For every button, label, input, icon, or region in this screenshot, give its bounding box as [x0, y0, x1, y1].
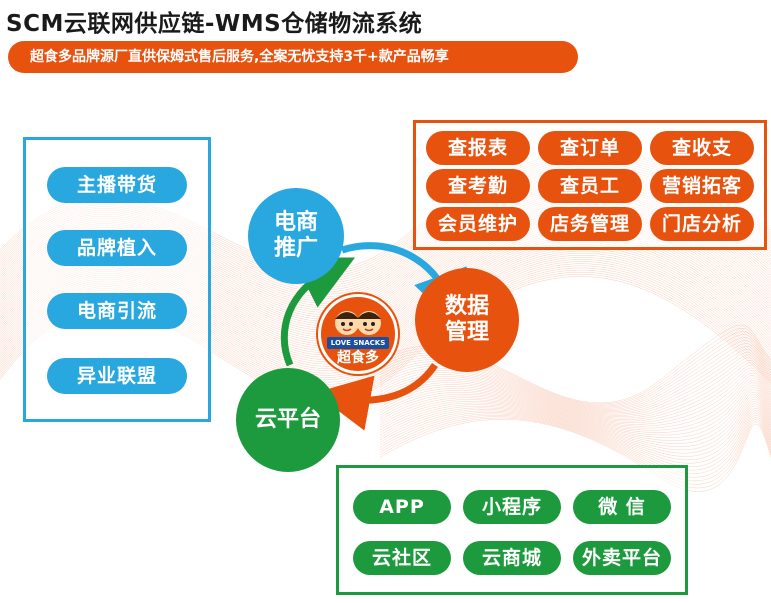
node-data-line1: 数据 [444, 293, 489, 319]
node-ecommerce-promotion: 电商推广 [248, 188, 344, 284]
brand-logo: LOVE SNACKS 超食多 [318, 294, 398, 374]
function-pill-orders: 查订单 [538, 131, 642, 165]
platform-pill-app: APP [353, 490, 451, 524]
logo-brand-name: 超食多 [337, 350, 379, 366]
management-functions-panel: 查报表 查订单 查收支 查考勤 查员工 营销拓客 会员维护 店务管理 门店分析 [413, 120, 767, 250]
node-ecommerce-line2: 推广 [273, 236, 318, 261]
channel-pill-livestream: 主播带货 [47, 167, 187, 203]
function-pill-finance: 查收支 [650, 131, 754, 165]
platform-pill-cloud-mall: 云商城 [463, 541, 561, 575]
function-pill-reports: 查报表 [426, 131, 530, 165]
mascot-icon [335, 311, 381, 335]
node-data-management: 数据管理 [415, 268, 519, 372]
channel-pill-ecommerce-traffic: 电商引流 [47, 293, 187, 329]
function-pill-store-ops: 店务管理 [538, 207, 642, 241]
function-pill-staff: 查员工 [538, 169, 642, 203]
function-pill-members: 会员维护 [426, 207, 530, 241]
function-pill-marketing: 营销拓客 [650, 169, 754, 203]
platform-pill-cloud-community: 云社区 [353, 541, 451, 575]
platform-pill-takeaway: 外卖平台 [573, 541, 671, 575]
node-data-line2: 管理 [444, 320, 489, 345]
channel-pill-alliance: 异业联盟 [47, 358, 187, 394]
node-ecommerce-line1: 电商 [273, 209, 318, 235]
arrow-data-to-cloud [314, 362, 438, 431]
logo-banner-text: LOVE SNACKS [327, 337, 389, 349]
platform-pill-mini-program: 小程序 [463, 490, 561, 524]
page-title: SCM云联网供应链-WMS仓储物流系统 [6, 11, 423, 37]
channel-pill-brand-placement: 品牌植入 [47, 230, 187, 266]
function-pill-store-analysis: 门店分析 [650, 207, 754, 241]
subtitle-banner: 超食多品牌源厂直供保姆式售后服务,全案无忧支持3千+款产品畅享 [8, 41, 578, 73]
function-pill-attendance: 查考勤 [426, 169, 530, 203]
platform-pill-wechat: 微 信 [573, 490, 671, 524]
node-cloud-label: 云平台 [254, 406, 321, 432]
marketing-channels-panel: 主播带货 品牌植入 电商引流 异业联盟 [23, 137, 211, 422]
platforms-panel: APP 小程序 微 信 云社区 云商城 外卖平台 [336, 465, 688, 595]
node-cloud-platform: 云平台 [236, 368, 340, 472]
